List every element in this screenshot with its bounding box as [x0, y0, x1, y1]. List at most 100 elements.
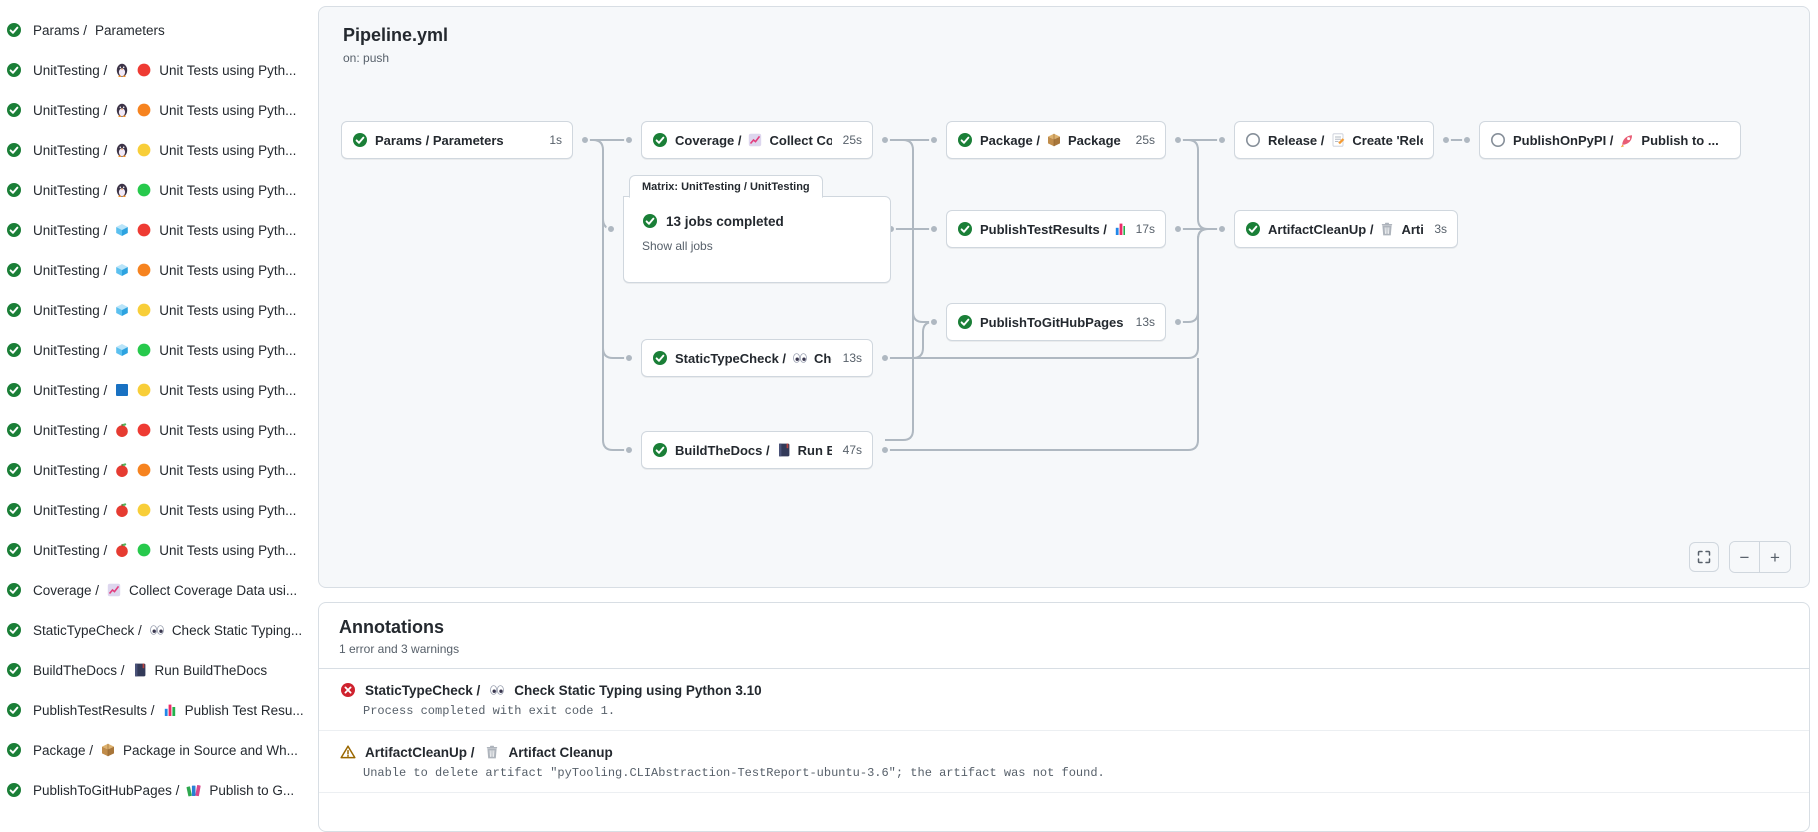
circle-orange-icon [136, 462, 152, 478]
job-name-label: Unit Tests using Pyth... [159, 63, 296, 78]
job-name-label: Unit Tests using Pyth... [159, 103, 296, 118]
status-success-icon [6, 142, 22, 158]
job-name-label: Unit Tests using Pyth... [159, 503, 296, 518]
sidebar-job-item[interactable]: StaticTypeCheck / Check Static Typing... [0, 610, 308, 650]
workflow-graph-panel: Pipeline.yml on: push Params / Parameter… [318, 6, 1810, 588]
job-name-prefix: Coverage / [33, 583, 99, 598]
graph-node-publishtogithubpages[interactable]: PublishToGitHubPages / ...13s [946, 303, 1166, 341]
status-success-icon [6, 742, 22, 758]
sidebar-job-item[interactable]: UnitTesting / Unit Tests using Pyth... [0, 250, 308, 290]
trash-icon [484, 744, 500, 760]
sidebar-job-item[interactable]: UnitTesting / Unit Tests using Pyth... [0, 330, 308, 370]
node-name-prefix: BuildTheDocs / [675, 443, 770, 458]
zoom-in-button[interactable]: + [1760, 542, 1790, 572]
status-success-icon [6, 462, 22, 478]
graph-node-publishtestresults[interactable]: PublishTestResults / Pu... 17s [946, 210, 1166, 248]
job-name-prefix: UnitTesting / [33, 263, 107, 278]
node-label: ArtifactCleanUp / Artifac... [1268, 221, 1423, 237]
sidebar-job-item[interactable]: UnitTesting / Unit Tests using Pyth... [0, 530, 308, 570]
job-name-prefix: StaticTypeCheck / [33, 623, 142, 638]
fullscreen-button[interactable] [1689, 542, 1719, 572]
node-duration: 17s [1132, 222, 1155, 236]
circle-red-icon [136, 62, 152, 78]
graph-connection-dot [1218, 136, 1226, 144]
graph-connection-dot [581, 136, 589, 144]
job-name-label: Run BuildTheDocs [155, 663, 268, 678]
annotations-summary: 1 error and 3 warnings [339, 642, 1789, 656]
sidebar-job-item[interactable]: UnitTesting / Unit Tests using Pyth... [0, 50, 308, 90]
annotations-header: Annotations 1 error and 3 warnings [319, 603, 1809, 669]
status-success-icon [652, 350, 668, 366]
sidebar-job-item[interactable]: UnitTesting / Unit Tests using Pyth... [0, 290, 308, 330]
job-name-prefix: UnitTesting / [33, 143, 107, 158]
job-name-prefix: UnitTesting / [33, 63, 107, 78]
ice-cube-icon [114, 302, 130, 318]
sidebar-job-item[interactable]: UnitTesting / Unit Tests using Pyth... [0, 410, 308, 450]
node-name-prefix: Coverage / [675, 133, 741, 148]
status-success-icon [652, 132, 668, 148]
node-label: Params / Parameters [375, 133, 504, 148]
graph-node-artifactcleanup[interactable]: ArtifactCleanUp / Artifac...3s [1234, 210, 1458, 248]
status-success-icon [6, 542, 22, 558]
job-name-label: Unit Tests using Pyth... [159, 423, 296, 438]
sidebar-job-item[interactable]: Params / Parameters [0, 10, 308, 50]
sidebar-job-item[interactable]: UnitTesting / Unit Tests using Pyth... [0, 450, 308, 490]
zoom-button-group: −+ [1729, 541, 1791, 573]
annotation-title[interactable]: ArtifactCleanUp / Artifact Cleanup [339, 744, 1789, 760]
status-success-icon [6, 382, 22, 398]
sidebar-job-item[interactable]: UnitTesting / Unit Tests using Pyth... [0, 370, 308, 410]
sidebar-job-item[interactable]: PublishToGitHubPages / Publish to G... [0, 770, 308, 810]
node-name-prefix: Params / Parameters [375, 133, 504, 148]
graph-edge [585, 140, 629, 450]
node-name-prefix: StaticTypeCheck / [675, 351, 786, 366]
job-name-prefix: PublishToGitHubPages / [33, 783, 179, 798]
sidebar-job-item[interactable]: UnitTesting / Unit Tests using Pyth... [0, 90, 308, 130]
graph-node-package[interactable]: Package / Package in So...25s [946, 121, 1166, 159]
graph-node-buildthedocs[interactable]: BuildTheDocs / Run Buil...47s [641, 431, 873, 469]
graph-node-coverage[interactable]: Coverage / Collect Cove...25s [641, 121, 873, 159]
status-success-icon [6, 222, 22, 238]
status-success-icon [6, 342, 22, 358]
graph-node-release[interactable]: Release / Create 'Release P... [1234, 121, 1434, 159]
node-label: PublishToGitHubPages / ... [980, 314, 1125, 330]
error-icon [340, 682, 356, 698]
graph-connection-dot [625, 136, 633, 144]
annotations-panel: Annotations 1 error and 3 warnings Stati… [318, 602, 1810, 832]
sidebar-job-item[interactable]: BuildTheDocs / Run BuildTheDocs [0, 650, 308, 690]
status-success-icon [6, 502, 22, 518]
plus-icon: + [1770, 549, 1780, 566]
graph-connection-dot [1174, 136, 1182, 144]
sidebar-job-item[interactable]: PublishTestResults / Publish Test Resu..… [0, 690, 308, 730]
sidebar-job-item[interactable]: UnitTesting / Unit Tests using Pyth... [0, 490, 308, 530]
penguin-icon [114, 102, 130, 118]
node-name-label: Chec... [814, 351, 832, 366]
status-success-icon [6, 582, 22, 598]
job-name-label: Unit Tests using Pyth... [159, 383, 296, 398]
graph-connection-dot [881, 354, 889, 362]
sidebar-job-item[interactable]: UnitTesting / Unit Tests using Pyth... [0, 170, 308, 210]
graph-node-publishonpypi[interactable]: PublishOnPyPI / Publish to ... [1479, 121, 1741, 159]
annotation-title[interactable]: StaticTypeCheck / Check Static Typing us… [339, 682, 1789, 698]
status-success-icon [642, 213, 658, 229]
sidebar-job-item[interactable]: UnitTesting / Unit Tests using Pyth... [0, 130, 308, 170]
job-name-label: Publish to G... [209, 783, 294, 798]
status-success-icon [6, 102, 22, 118]
graph-edge [1178, 140, 1208, 229]
sidebar-job-item[interactable]: Package / Package in Source and Wh... [0, 730, 308, 770]
show-all-jobs-link[interactable]: Show all jobs [642, 239, 872, 253]
zoom-out-button[interactable]: − [1730, 542, 1760, 572]
annotation-job-prefix: ArtifactCleanUp / [365, 745, 475, 760]
node-label: PublishTestResults / Pu... [980, 221, 1125, 237]
penguin-icon [114, 182, 130, 198]
sidebar-job-item[interactable]: UnitTesting / Unit Tests using Pyth... [0, 210, 308, 250]
node-duration: 25s [839, 133, 862, 147]
bar-chart-icon [1113, 221, 1125, 237]
sidebar-job-item[interactable]: Coverage / Collect Coverage Data usi... [0, 570, 308, 610]
graph-connection-dot [881, 136, 889, 144]
penguin-icon [114, 62, 130, 78]
status-neutral-icon [1245, 132, 1261, 148]
status-success-icon [957, 132, 973, 148]
graph-node-statictypecheck[interactable]: StaticTypeCheck / Chec...13s [641, 339, 873, 377]
